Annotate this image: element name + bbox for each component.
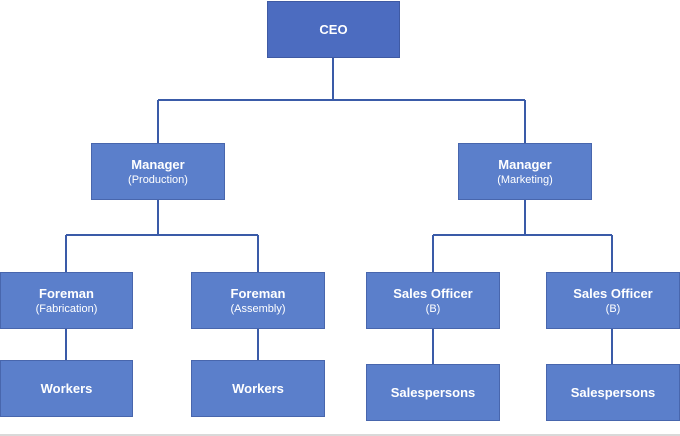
node-foreman-assembly: Foreman (Assembly): [191, 272, 325, 329]
node-title: Manager: [131, 156, 185, 172]
node-title: Salespersons: [570, 384, 656, 400]
node-title: Salespersons: [390, 384, 476, 400]
node-subtitle: (B): [605, 302, 621, 315]
node-sales-officer-2: Sales Officer (B): [546, 272, 680, 329]
node-salespersons-1: Salespersons: [366, 364, 500, 421]
node-workers-1: Workers: [0, 360, 133, 417]
node-manager-marketing: Manager (Marketing): [458, 143, 592, 200]
node-manager-production: Manager (Production): [91, 143, 225, 200]
node-ceo: CEO: [267, 1, 400, 58]
node-subtitle: (Fabrication): [35, 302, 98, 315]
node-workers-2: Workers: [191, 360, 325, 417]
node-title: Sales Officer: [393, 285, 473, 301]
node-subtitle: (Marketing): [497, 173, 553, 186]
node-title: CEO: [319, 21, 348, 37]
node-title: Sales Officer: [573, 285, 653, 301]
node-title: Workers: [40, 380, 93, 396]
node-salespersons-2: Salespersons: [546, 364, 680, 421]
node-foreman-fabrication: Foreman (Fabrication): [0, 272, 133, 329]
node-subtitle: (B): [425, 302, 441, 315]
node-title: Manager: [498, 156, 552, 172]
node-subtitle: (Production): [128, 173, 188, 186]
node-sales-officer-1: Sales Officer (B): [366, 272, 500, 329]
node-title: Foreman: [39, 285, 94, 301]
node-title: Workers: [232, 380, 284, 396]
node-title: Foreman: [230, 285, 286, 301]
bottom-divider: [0, 434, 680, 436]
node-subtitle: (Assembly): [230, 302, 286, 315]
